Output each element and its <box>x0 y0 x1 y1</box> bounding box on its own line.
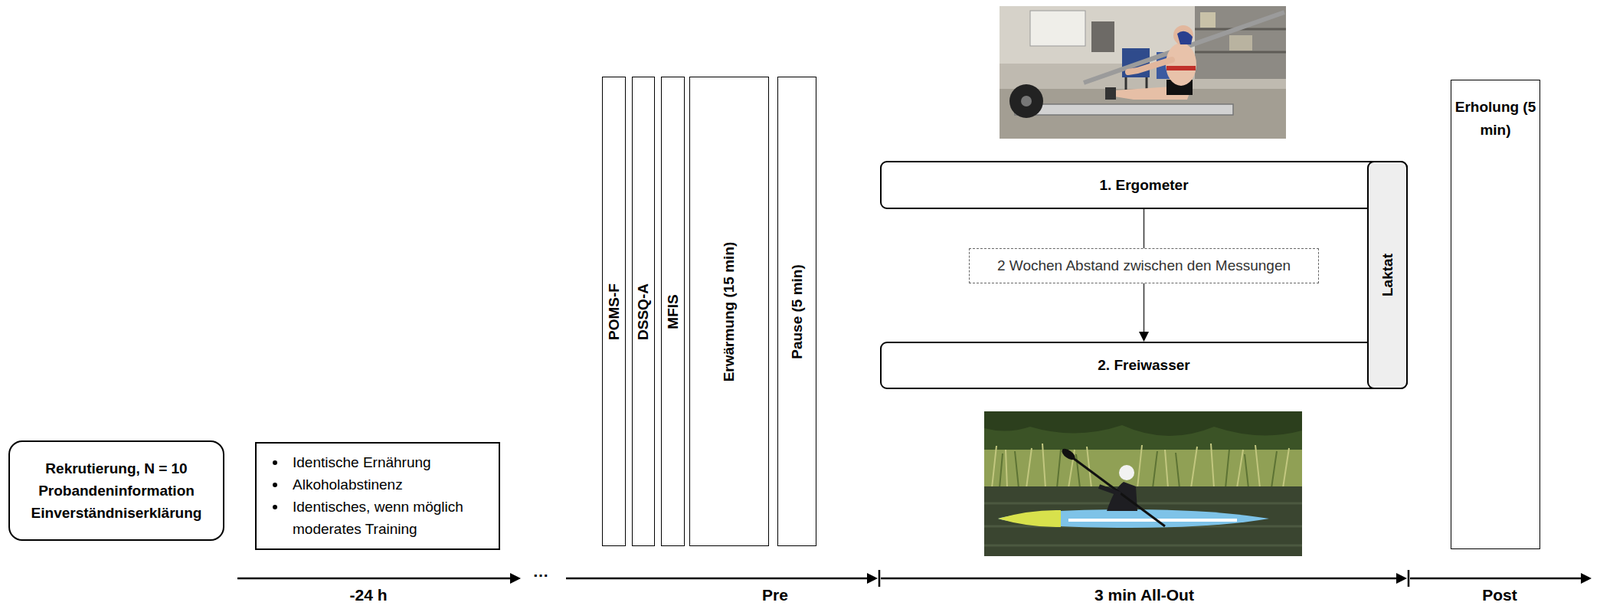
box-label: DSSQ-A <box>634 283 652 341</box>
box-label: Rekrutierung, N = 10 <box>45 457 187 480</box>
start-box: Rekrutierung, N = 10 Probandeninformation… <box>8 440 225 541</box>
bullet-item: Identisches, wenn möglich moderates Trai… <box>292 495 491 540</box>
phase-box: Erwärmung (15 min) <box>689 76 769 547</box>
questionnaire-box: MFIS <box>660 76 685 547</box>
text: 2. Freiwasser <box>1097 356 1190 374</box>
timeline-lines <box>237 569 1584 587</box>
text: Erwärmung (15 min) <box>720 241 737 382</box>
lactate-box: Laktat <box>1367 160 1408 390</box>
text: Alkoholabstinenz <box>292 476 403 493</box>
connector <box>1138 283 1149 342</box>
timeline-tick <box>1407 569 1411 587</box>
timeline-arrow <box>237 577 512 580</box>
box-label: 1. Ergometer <box>1099 176 1188 195</box>
box-label: Einverständniserklärung <box>31 501 203 524</box>
bullet-item: Identische Ernährung <box>292 451 491 474</box>
questionnaire-box: POMS-F <box>602 76 626 547</box>
text: Probandeninformation <box>38 482 195 499</box>
connector-line <box>1143 209 1146 249</box>
bullet-dot <box>272 504 278 510</box>
text: Erholung (5 min) <box>1455 98 1537 138</box>
note-box: 2 Wochen Abstand zwischen den Messungen <box>968 248 1319 284</box>
test-box: 2. Freiwasser <box>880 341 1408 390</box>
text: 2 Wochen Abstand zwischen den Messungen <box>997 257 1291 274</box>
questionnaire-box: DSSQ-A <box>631 76 655 547</box>
box-label: Erwärmung (15 min) <box>720 241 738 382</box>
timeline-arrow <box>1410 577 1584 580</box>
box-label: 2 Wochen Abstand zwischen den Messungen <box>997 256 1291 275</box>
text: Laktat <box>1379 253 1396 297</box>
text: Identische Ernährung <box>292 454 432 471</box>
condition-box: Identische ErnährungAlkoholabstinenzIden… <box>255 441 501 550</box>
timeline-arrow <box>566 577 870 580</box>
box-label: POMS-F <box>605 283 623 341</box>
box-label: Probandeninformation <box>38 479 195 502</box>
text: Identisches, wenn möglich moderates Trai… <box>292 498 464 537</box>
time-label: -24 h <box>346 585 390 605</box>
arrow-head <box>1396 572 1407 584</box>
ellipsis-label: … <box>530 561 552 581</box>
time-label: Post <box>1479 585 1520 605</box>
bullet-item: Alkoholabstinenz <box>292 473 491 496</box>
text: Pause (5 min) <box>788 264 805 360</box>
connector <box>1143 209 1145 249</box>
box-label: Erholung (5 min) <box>1454 95 1537 142</box>
phase-box: Erholung (5 min) <box>1450 79 1541 550</box>
box-label: Pause (5 min) <box>788 264 806 360</box>
phase-box: Pause (5 min) <box>777 76 817 547</box>
timeline-heads <box>510 572 1592 584</box>
text: MFIS <box>664 294 681 329</box>
text: Rekrutierung, N = 10 <box>45 460 187 477</box>
text: Einverständniserklärung <box>31 504 203 521</box>
ergometer-photo <box>999 6 1286 139</box>
box-label: Laktat <box>1379 253 1397 297</box>
text: 1. Ergometer <box>1099 176 1188 194</box>
box-label: MFIS <box>664 294 682 329</box>
time-label: Pre <box>759 585 791 605</box>
text: DSSQ-A <box>634 283 652 341</box>
arrow-head <box>1138 331 1149 342</box>
text: POMS-F <box>605 283 622 341</box>
connector-line <box>1143 283 1146 333</box>
box-label: 2. Freiwasser <box>1097 356 1190 375</box>
timeline-arrow <box>880 577 1399 580</box>
arrow-head <box>510 572 521 584</box>
time-label: 3 min All-Out <box>1092 585 1197 605</box>
timeline-tick <box>878 569 881 587</box>
arrow-head <box>867 572 878 584</box>
bullet-dot <box>272 460 278 465</box>
test-box: 1. Ergometer <box>880 160 1408 210</box>
bullet-dot <box>272 482 278 488</box>
kayak-photo <box>984 411 1303 557</box>
arrow-head <box>1580 572 1592 584</box>
